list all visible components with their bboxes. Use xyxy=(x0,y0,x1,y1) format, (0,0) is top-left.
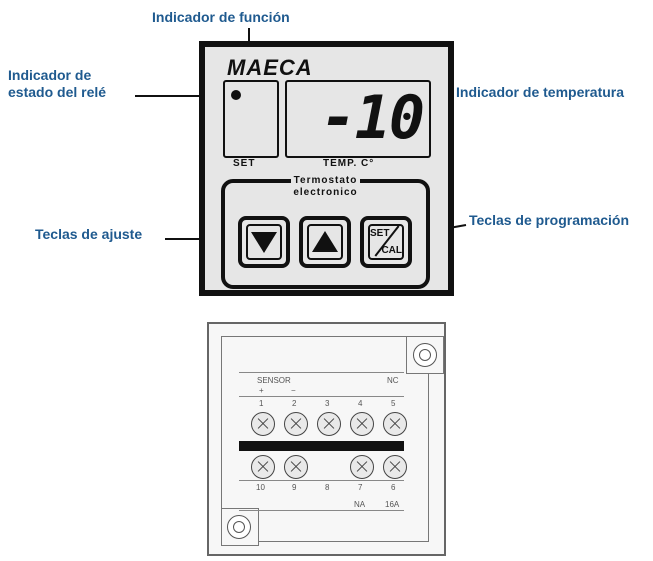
up-key-face xyxy=(307,224,343,260)
label-indicador-rele: Indicador de estado del relé xyxy=(8,67,106,101)
terminal-screw-icon xyxy=(284,412,308,436)
mount-screw-icon xyxy=(413,343,437,367)
keypad-frame: Termostato electronico SET CAL xyxy=(221,175,430,289)
function-indicator-window xyxy=(223,80,279,158)
set-label: SET xyxy=(370,228,390,239)
terminal-number: 5 xyxy=(391,399,396,408)
terminal-screw-icon xyxy=(251,455,275,479)
terminal-screw-icon xyxy=(284,455,308,479)
temperature-readout: -10 xyxy=(320,83,425,153)
terminal-number: 2 xyxy=(292,399,297,408)
set-cal-legend: SET CAL xyxy=(370,225,402,258)
panel-face: MAECA -10 SET TEMP. C° Termostato electr… xyxy=(205,47,448,290)
terminal-screw-icon xyxy=(350,412,374,436)
terminal-screw-icon xyxy=(383,455,407,479)
label-teclas-ajuste: Teclas de ajuste xyxy=(35,226,143,242)
terminal-screw-icon xyxy=(350,455,374,479)
terminal-divider xyxy=(239,480,404,481)
up-triangle-icon xyxy=(312,231,338,252)
nc-label: NC xyxy=(387,376,399,385)
terminal-frame xyxy=(221,336,429,542)
mount-screw-icon xyxy=(227,515,251,539)
sensor-minus: − xyxy=(291,386,296,395)
label-rele-line1: Indicador de xyxy=(8,67,92,83)
up-key-button[interactable] xyxy=(299,216,351,268)
terminal-number: 9 xyxy=(292,483,297,492)
terminal-screw-icon xyxy=(251,412,275,436)
set-cal-key-face: SET CAL xyxy=(368,224,404,260)
terminal-divider xyxy=(239,510,404,511)
set-cal-key-button[interactable]: SET CAL xyxy=(360,216,412,268)
terminal-number: 6 xyxy=(391,483,396,492)
sensor-plus: + xyxy=(259,386,264,395)
model-name-line2: electronico xyxy=(293,187,358,198)
label-temp: TEMP. C° xyxy=(323,158,375,169)
down-triangle-icon xyxy=(251,232,277,253)
label-set: SET xyxy=(233,158,256,169)
terminal-screw-icon xyxy=(383,412,407,436)
terminal-separator-bar xyxy=(239,441,404,451)
thermostat-front-panel: MAECA -10 SET TEMP. C° Termostato electr… xyxy=(199,41,454,296)
na-label: NA xyxy=(354,500,366,509)
relay-led-icon xyxy=(231,90,241,100)
label-indicador-funcion: Indicador de función xyxy=(152,9,290,25)
rating-label: 16A xyxy=(385,500,400,509)
down-key-button[interactable] xyxy=(238,216,290,268)
label-indicador-temperatura: Indicador de temperatura xyxy=(456,84,625,100)
terminal-number: 7 xyxy=(358,483,363,492)
terminal-number: 3 xyxy=(325,399,330,408)
temperature-display-window: -10 xyxy=(285,80,431,158)
rear-terminal-block: SENSOR + − NC 1 2 3 4 5 10 9 8 7 6 NA 16… xyxy=(207,322,446,556)
sensor-label: SENSOR xyxy=(257,376,291,385)
down-key-face xyxy=(246,224,282,260)
terminal-divider xyxy=(239,372,404,373)
model-name-line1: Termostato xyxy=(225,175,426,186)
cal-label: CAL xyxy=(381,245,402,256)
label-teclas-programacion: Teclas de programación xyxy=(469,212,630,228)
label-rele-line2: estado del relé xyxy=(8,84,107,100)
terminal-number: 4 xyxy=(358,399,363,408)
terminal-number: 10 xyxy=(256,483,265,492)
brand-logo: MAECA xyxy=(227,55,313,80)
terminal-number: 1 xyxy=(259,399,264,408)
terminal-screw-icon xyxy=(317,412,341,436)
terminal-divider xyxy=(239,396,404,397)
terminal-number: 8 xyxy=(325,483,330,492)
